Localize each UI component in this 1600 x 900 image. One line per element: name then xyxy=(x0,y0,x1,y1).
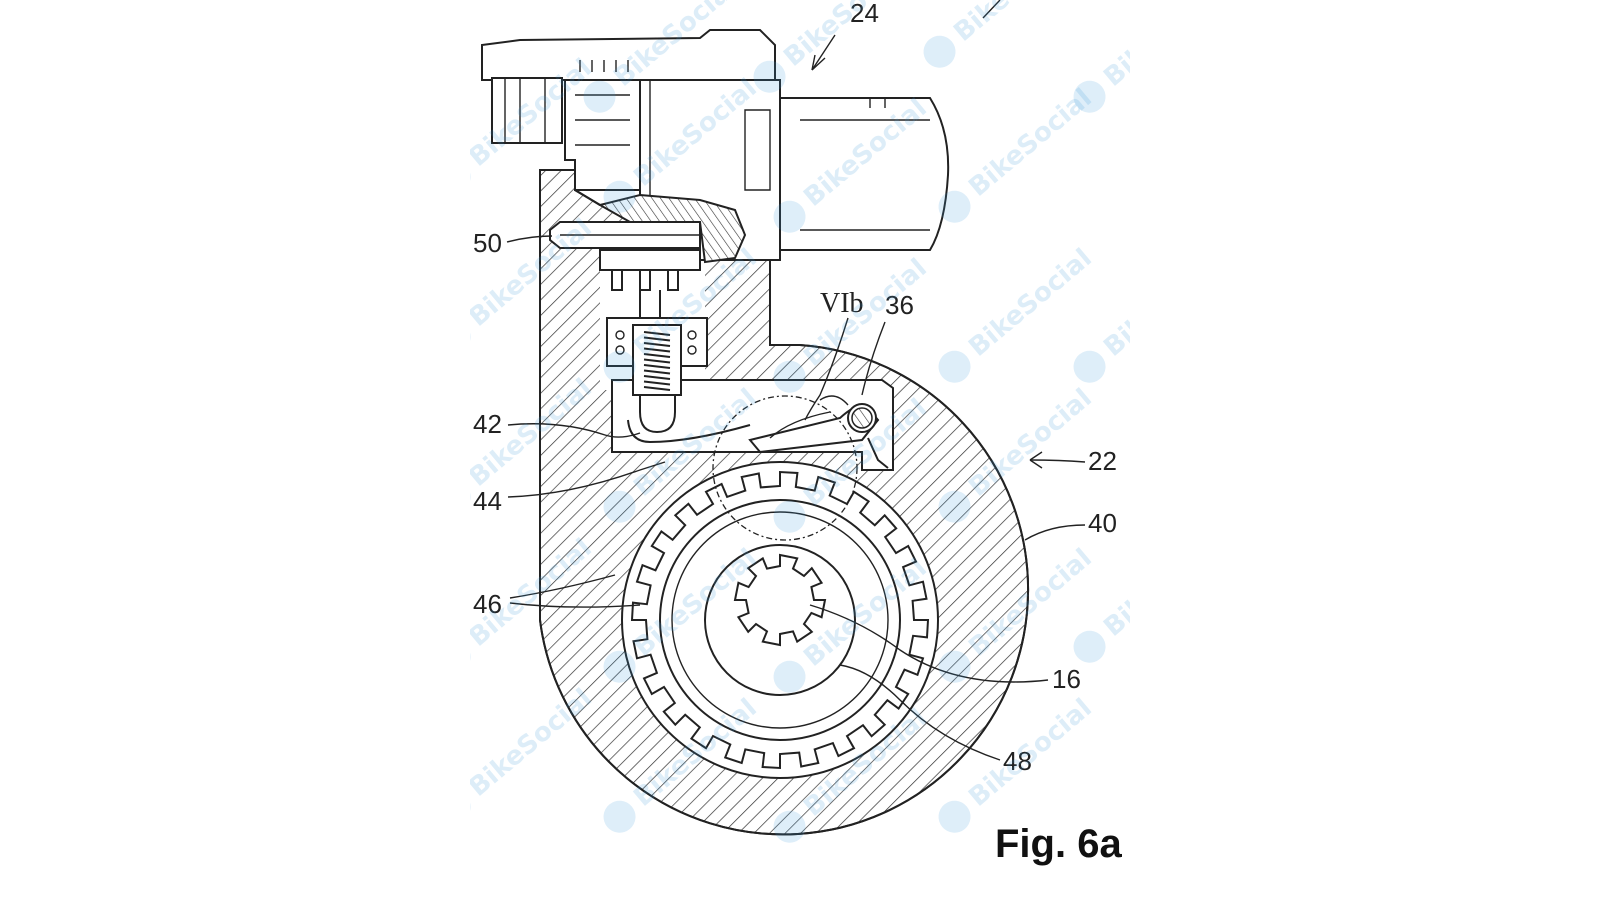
figure-caption: Fig. 6a xyxy=(995,822,1122,866)
leader-lines xyxy=(506,0,1086,761)
detent-spring-42 xyxy=(606,317,751,444)
label-42: 42 xyxy=(473,409,502,439)
svg-text:BikeSocial: BikeSocial xyxy=(470,683,598,803)
svg-text:BikeSocial: BikeSocial xyxy=(948,0,1082,48)
left-margin xyxy=(0,0,470,900)
actuator-unit-24 xyxy=(481,29,950,320)
mechanism-drawing: 24 50 VIb 36 42 22 44 40 46 16 48 Fig. 6… xyxy=(470,0,1130,866)
label-46: 46 xyxy=(473,589,502,619)
svg-text:BikeSocial: BikeSocial xyxy=(1098,0,1130,93)
label-48: 48 xyxy=(1003,746,1032,776)
coil-spring xyxy=(643,331,671,391)
label-24: 24 xyxy=(850,0,879,28)
label-22: 22 xyxy=(1088,446,1117,476)
detail-circle-VIb xyxy=(712,395,858,541)
detent-lever-36 xyxy=(748,395,889,469)
label-44: 44 xyxy=(473,486,502,516)
watermark-bikesocial: BikeSocial xyxy=(470,683,598,823)
patent-drawing: 24 50 VIb 36 42 22 44 40 46 16 48 Fig. 6… xyxy=(470,0,1130,900)
label-16: 16 xyxy=(1052,664,1081,694)
watermark-bikesocial: BikeSocial xyxy=(1073,0,1130,113)
label-VIb: VIb xyxy=(820,288,864,319)
label-36: 36 xyxy=(885,290,914,320)
svg-text:BikeSocial: BikeSocial xyxy=(1098,523,1130,643)
watermark-bikesocial: BikeSocial xyxy=(938,83,1098,223)
label-50: 50 xyxy=(473,228,502,258)
right-margin xyxy=(1130,0,1600,900)
svg-text:BikeSocial: BikeSocial xyxy=(778,0,912,73)
svg-text:BikeSocial: BikeSocial xyxy=(963,383,1097,503)
svg-text:BikeSocial: BikeSocial xyxy=(1098,243,1130,363)
shift-drum-gear-46 xyxy=(630,470,930,770)
watermark-bikesocial: BikeSocial xyxy=(938,243,1098,383)
splined-shaft-16 xyxy=(704,544,856,696)
svg-text:BikeSocial: BikeSocial xyxy=(963,243,1097,363)
label-40: 40 xyxy=(1088,508,1117,538)
watermark-bikesocial: BikeSocial xyxy=(923,0,1083,68)
